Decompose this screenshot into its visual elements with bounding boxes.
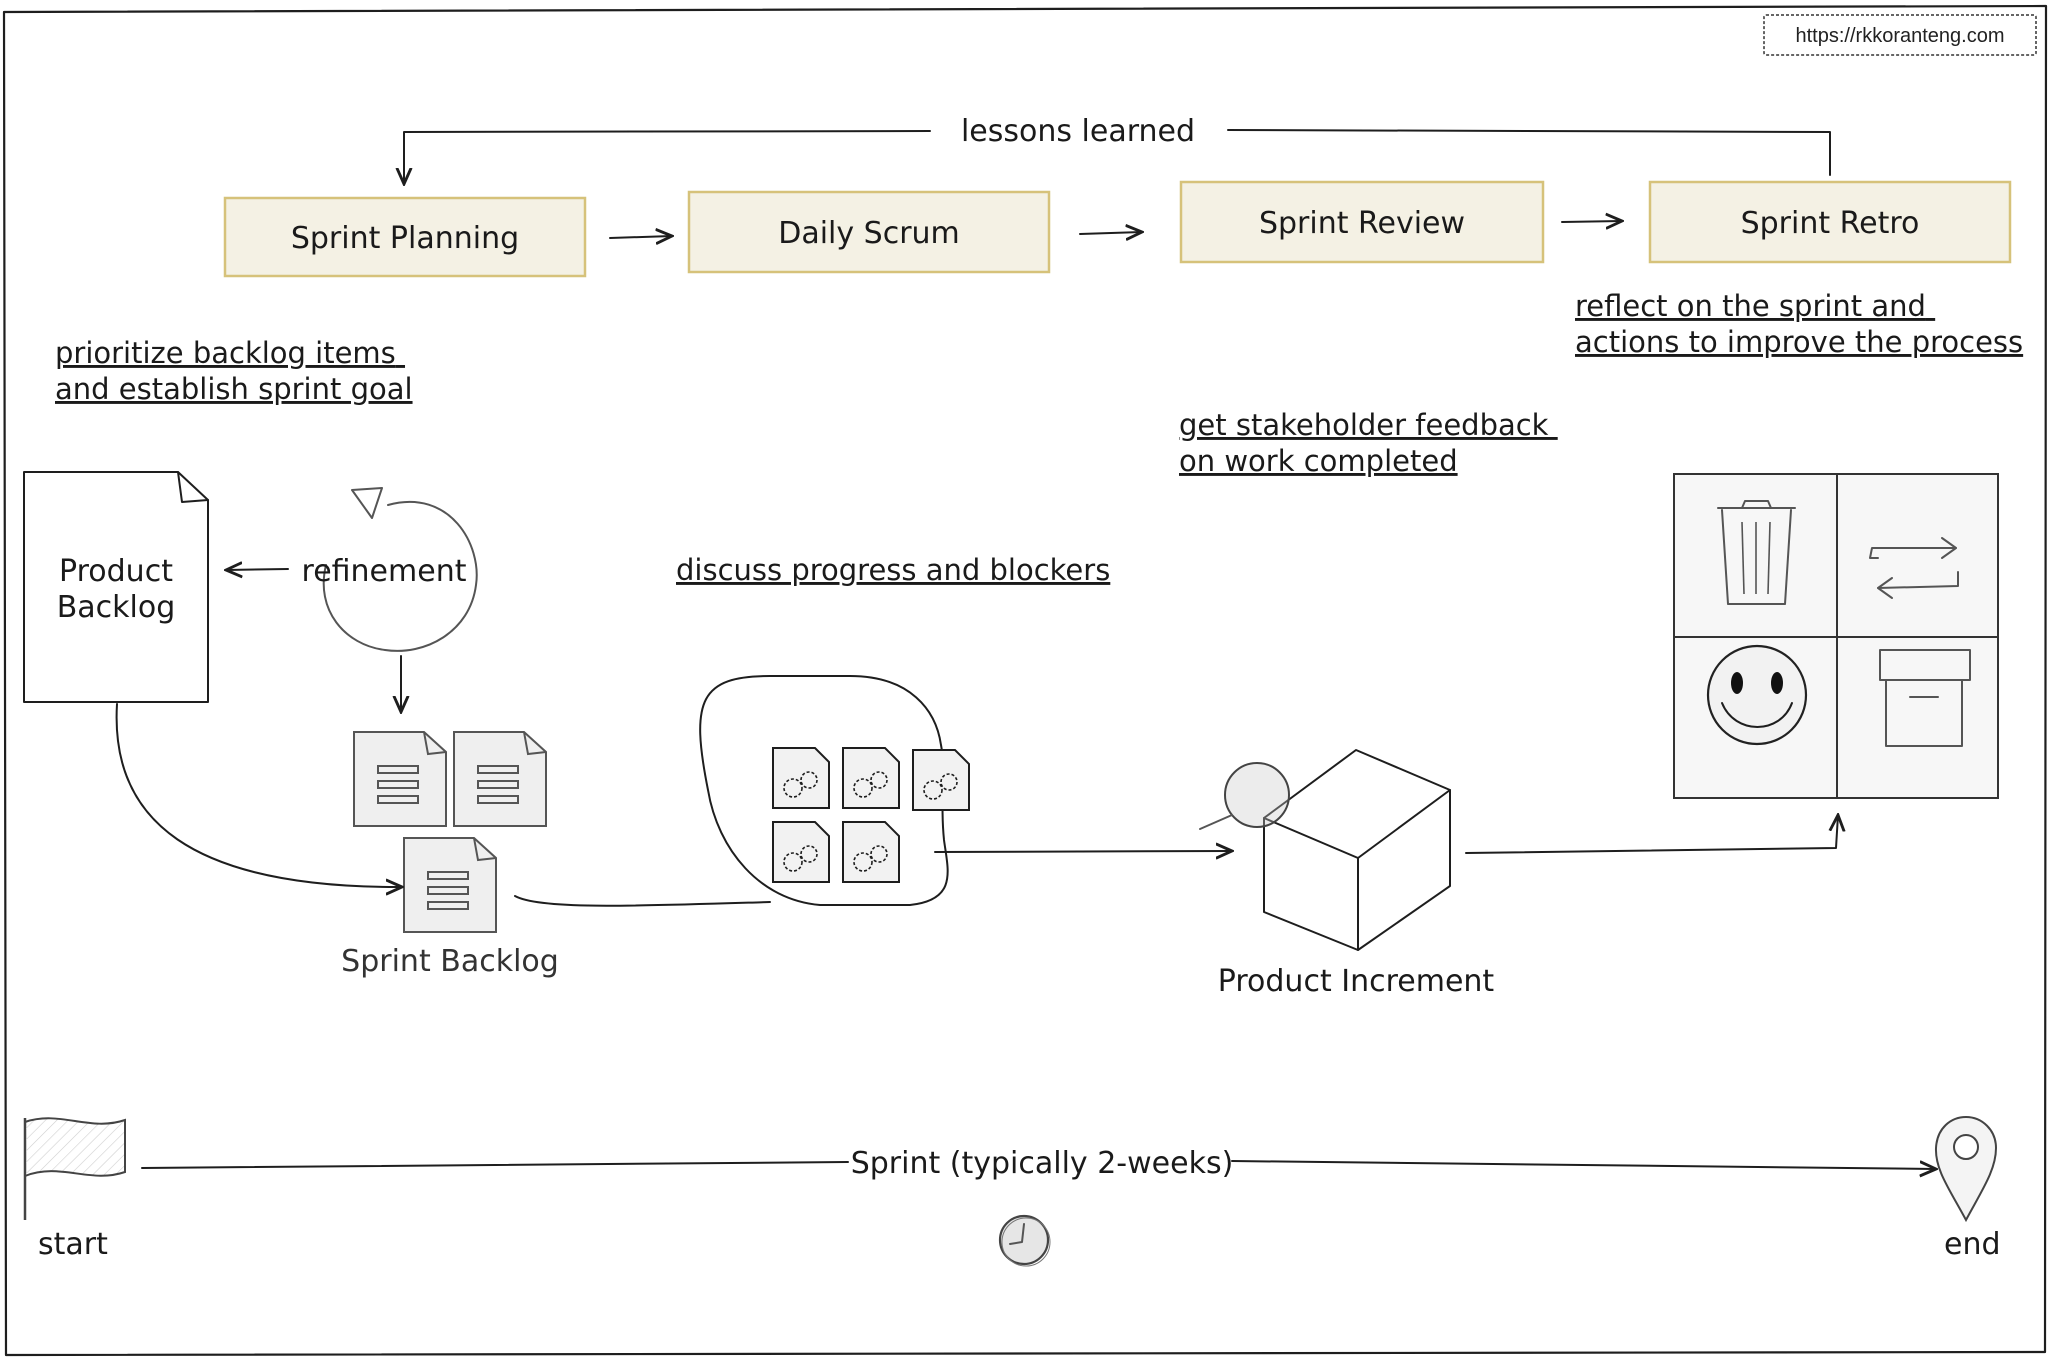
start-flag-icon (23, 1117, 126, 1220)
arrow-refinement-to-backlog (226, 569, 289, 570)
retro-board (1673, 473, 1999, 799)
gear-doc-icon (772, 821, 830, 883)
product-backlog-document: Product Backlog (23, 471, 209, 703)
arrow-review-to-retro (1561, 221, 1622, 222)
phase-sprint-retro: Sprint Retro (1648, 180, 2012, 264)
refinement-label: refinement (302, 554, 467, 589)
phase-daily-scrum: Daily Scrum (687, 190, 1051, 274)
note-retro-line: reflect on the sprint and (1575, 289, 1926, 323)
doc-icon (403, 837, 497, 933)
note-planning: prioritize backlog items and establish s… (55, 336, 413, 406)
gear-doc-icon (842, 747, 900, 809)
url-badge-text: https://rkkoranteng.com (1796, 25, 2005, 47)
lessons-learned-loop: lessons learned (404, 114, 1831, 184)
connector-sprint-backlog-to-wip (514, 895, 771, 907)
arrow-product-to-sprint-backlog (115, 703, 402, 887)
url-badge[interactable]: https://rkkoranteng.com (1763, 14, 2037, 56)
arrow-planning-to-daily (609, 236, 672, 238)
work-in-progress-group (699, 675, 970, 906)
smiley-icon (1706, 644, 1808, 746)
timeline-end-label: end (1944, 1227, 2001, 1262)
clock-icon (998, 1214, 1051, 1267)
product-increment-cube: Product Increment (1218, 749, 1495, 999)
timeline-start-label: start (38, 1227, 108, 1262)
lessons-learned-label: lessons learned (961, 114, 1195, 149)
gear-doc-icon (912, 749, 970, 811)
gear-doc-icon (842, 821, 900, 883)
swap-arrows-icon (1869, 537, 1959, 599)
phase-label: Sprint Planning (291, 221, 519, 256)
note-review-line: get stakeholder feedback (1179, 408, 1558, 442)
phase-label: Daily Scrum (778, 216, 960, 251)
note-retro-line: actions to improve the process (1575, 325, 2023, 359)
gear-doc-icon (772, 747, 830, 809)
phase-sprint-planning: Sprint Planning (223, 196, 587, 278)
note-planning-line: prioritize backlog items (55, 336, 396, 370)
magnifier-icon (1199, 762, 1290, 830)
trash-icon (1717, 500, 1796, 605)
arrow-daily-to-review (1079, 232, 1142, 234)
note-planning-line: and establish sprint goal (55, 372, 413, 406)
sprint-backlog-docs: Sprint Backlog (341, 731, 559, 979)
timeline-line-right (1231, 1160, 1936, 1169)
location-pin-icon (1934, 1115, 1998, 1223)
phase-label: Sprint Retro (1741, 206, 1920, 241)
archive-box-icon (1879, 649, 1971, 747)
phase-label: Sprint Review (1259, 206, 1465, 241)
product-backlog-label: Backlog (57, 590, 176, 625)
sprint-timeline: Sprint (typically 2-weeks) start end (23, 1115, 2001, 1267)
product-backlog-label: Product (59, 554, 173, 589)
sprint-backlog-label: Sprint Backlog (341, 944, 559, 979)
note-daily: discuss progress and blockers (676, 553, 1110, 587)
note-daily-line: discuss progress and blockers (676, 553, 1110, 587)
timeline-line-left (141, 1161, 849, 1169)
note-review: get stakeholder feedback on work complet… (1179, 408, 1558, 478)
refinement-cycle: refinement (302, 487, 478, 652)
arrow-increment-to-retro (1465, 815, 1838, 854)
timeline-label: Sprint (typically 2-weeks) (851, 1146, 1234, 1181)
outer-frame (2, 4, 2048, 1357)
phase-sprint-review: Sprint Review (1179, 180, 1545, 264)
arrow-wip-to-increment (934, 851, 1232, 852)
doc-icon (353, 731, 447, 827)
note-retro: reflect on the sprint and actions to imp… (1575, 289, 2023, 359)
note-review-line: on work completed (1179, 444, 1458, 478)
product-increment-label: Product Increment (1218, 964, 1495, 999)
doc-icon (453, 731, 547, 827)
